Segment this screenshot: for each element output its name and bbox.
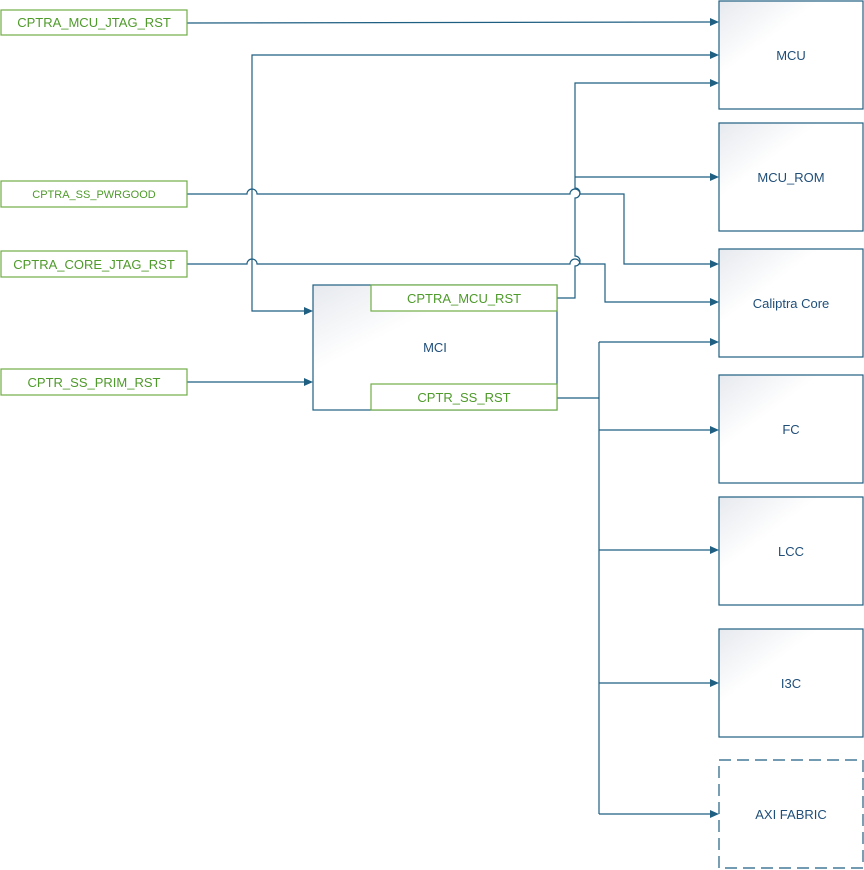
- input-box-ss-pwrgood: [0, 180, 188, 208]
- mci-port-mcu-rst-label: CPTRA_MCU_RST: [407, 291, 521, 306]
- arrow-mcu-2: [710, 51, 719, 59]
- arrow-core-2: [710, 298, 719, 306]
- arrow-mci-prim: [304, 378, 313, 386]
- wire-core-jtag-to-core: [187, 258, 710, 303]
- wire-pwrgood-to-core: [187, 188, 710, 265]
- arrow-core-1: [710, 260, 719, 268]
- block-mcu-rom: [718, 122, 864, 232]
- input-box-core-jtag-rst: [0, 250, 188, 278]
- arrow-mci-feed: [304, 307, 313, 315]
- block-lcc: [718, 496, 864, 606]
- block-i3c: [718, 628, 864, 738]
- wire-mcu-jtag-to-mcu: [186, 21, 711, 24]
- arrow-axi: [710, 810, 719, 818]
- mci-block: MCI CPTRA_MCU_RST CPTR_SS_RST: [312, 284, 558, 411]
- input-label-ss-pwrgood: CPTRA_SS_PWRGOOD: [32, 189, 156, 201]
- wire-mci-feed-to-mcu: [251, 54, 710, 312]
- arrow-i3c: [710, 679, 719, 687]
- arrow-mcu-rom: [710, 173, 719, 181]
- mci-port-ss-rst-label: CPTR_SS_RST: [417, 390, 510, 405]
- block-lcc-label: LCC: [778, 544, 804, 559]
- block-fc-label: FC: [782, 422, 799, 437]
- block-mcu-label: MCU: [776, 48, 806, 63]
- arrow-fc: [710, 426, 719, 434]
- input-box-prim-rst: [0, 368, 188, 396]
- wires: [186, 21, 711, 815]
- arrow-mcu-3: [710, 79, 719, 87]
- block-axi-fabric: [718, 759, 864, 869]
- arrowheads: [304, 18, 719, 818]
- input-label-mcu-jtag-rst: CPTRA_MCU_JTAG_RST: [17, 15, 171, 30]
- mci-label: MCI: [423, 340, 447, 355]
- input-signals: CPTRA_MCU_JTAG_RST CPTRA_SS_PWRGOOD CPTR…: [0, 9, 188, 396]
- input-label-core-jtag-rst: CPTRA_CORE_JTAG_RST: [13, 257, 175, 272]
- block-mcu-rom-label: MCU_ROM: [757, 170, 824, 185]
- block-axi-fabric-label: AXI FABRIC: [755, 807, 827, 822]
- block-mcu: [718, 0, 864, 110]
- block-caliptra-core-label: Caliptra Core: [753, 296, 830, 311]
- input-label-prim-rst: CPTR_SS_PRIM_RST: [28, 375, 161, 390]
- arrow-lcc: [710, 546, 719, 554]
- block-fc: [718, 374, 864, 484]
- mci-port-ss-rst: [370, 383, 558, 411]
- arrow-mcu-1: [710, 18, 719, 26]
- wire-mcu-rst-out: [557, 82, 710, 299]
- wire-ss-rst-bus: [557, 341, 710, 815]
- destination-blocks: MCU MCU_ROM Caliptra Core FC LCC I3C AXI…: [718, 0, 864, 869]
- mci-port-mcu-rst: [370, 284, 558, 312]
- input-box-mcu-jtag-rst: [0, 9, 188, 36]
- arrow-core-3: [710, 338, 719, 346]
- block-i3c-label: I3C: [781, 676, 801, 691]
- block-caliptra-core: [718, 248, 864, 358]
